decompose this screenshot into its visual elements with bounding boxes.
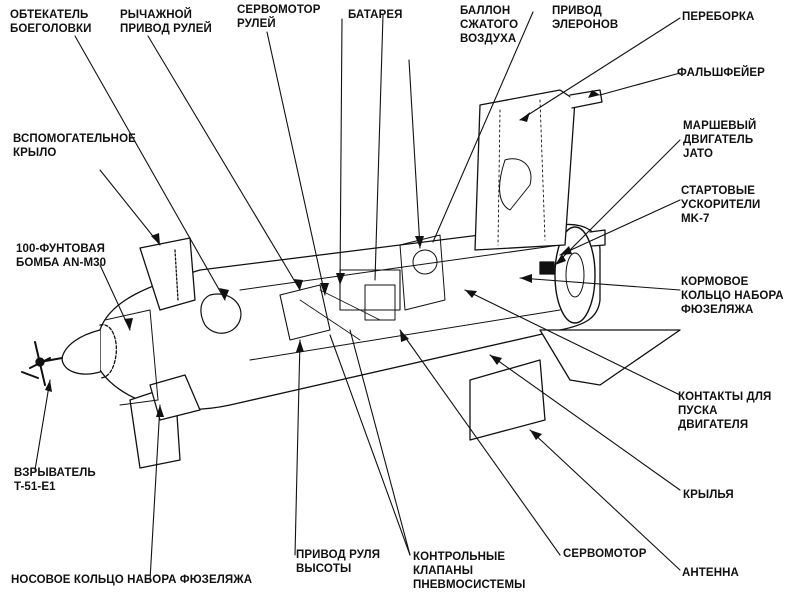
label-servomotor: СЕРВОМОТОР — [563, 548, 647, 560]
label-rudder-servo: СЕРВОМОТОР РУЛЕЙ — [237, 4, 321, 30]
label-nose-ring: НОСОВОЕ КОЛЬЦО НАБОРА ФЮЗЕЛЯЖА — [11, 574, 253, 586]
label-aileron-drive: ПРИВОД ЭЛЕРОНОВ — [552, 5, 619, 31]
label-bomb: 100-ФУНТОВАЯ БОМБА AN-M30 — [16, 243, 107, 269]
nose-cone — [61, 329, 101, 375]
label-air-tank: БАЛЛОН СЖАТОГО ВОЗДУХА — [460, 5, 519, 45]
label-boosters: СТАРТОВЫЕ УСКОРИТЕЛИ MK-7 — [681, 185, 761, 225]
label-engine-contacts: КОНТАКТЫ ДЛЯ ПУСКА ДВИГАТЕЛЯ — [678, 391, 772, 431]
label-aux-wing: ВСПОМОГАТЕЛЬНОЕ КРЫЛО — [13, 133, 136, 159]
label-pneumatic-valves: КОНТРОЛЬНЫЕ КЛАПАНЫ ПНЕВМОСИСТЕМЫ — [413, 551, 526, 591]
label-flare: ФАЛЬШФЕЙЕР — [677, 67, 765, 79]
label-bulkhead: ПЕРЕБОРКА — [682, 11, 755, 23]
label-elevator-drive: ПРИВОД РУЛЯ ВЫСОТЫ — [296, 549, 381, 575]
main-wing-bottom — [539, 329, 681, 386]
label-aft-ring: КОРМОВОЕ КОЛЬЦО НАБОРА ФЮЗЕЛЯЖА — [681, 276, 784, 316]
aux-wing-top — [139, 237, 196, 311]
label-wings: КРЫЛЬЯ — [683, 489, 734, 501]
label-battery: БАТАРЕЯ — [348, 9, 403, 21]
label-fuze: ВЗРЫВАТЕЛЬ T-51-E1 — [14, 467, 96, 493]
label-fairing: ОБТЕКАТЕЛЬ БОЕГОЛОВКИ — [10, 9, 92, 35]
label-jato: МАРШЕВЫЙ ДВИГАТЕЛЬ JATO — [683, 120, 757, 160]
label-lever-drive: РЫЧАЖНОЙ ПРИВОД РУЛЕЙ — [120, 9, 212, 35]
main-wing-top — [474, 89, 576, 251]
label-antenna: АНТЕННА — [682, 567, 739, 579]
